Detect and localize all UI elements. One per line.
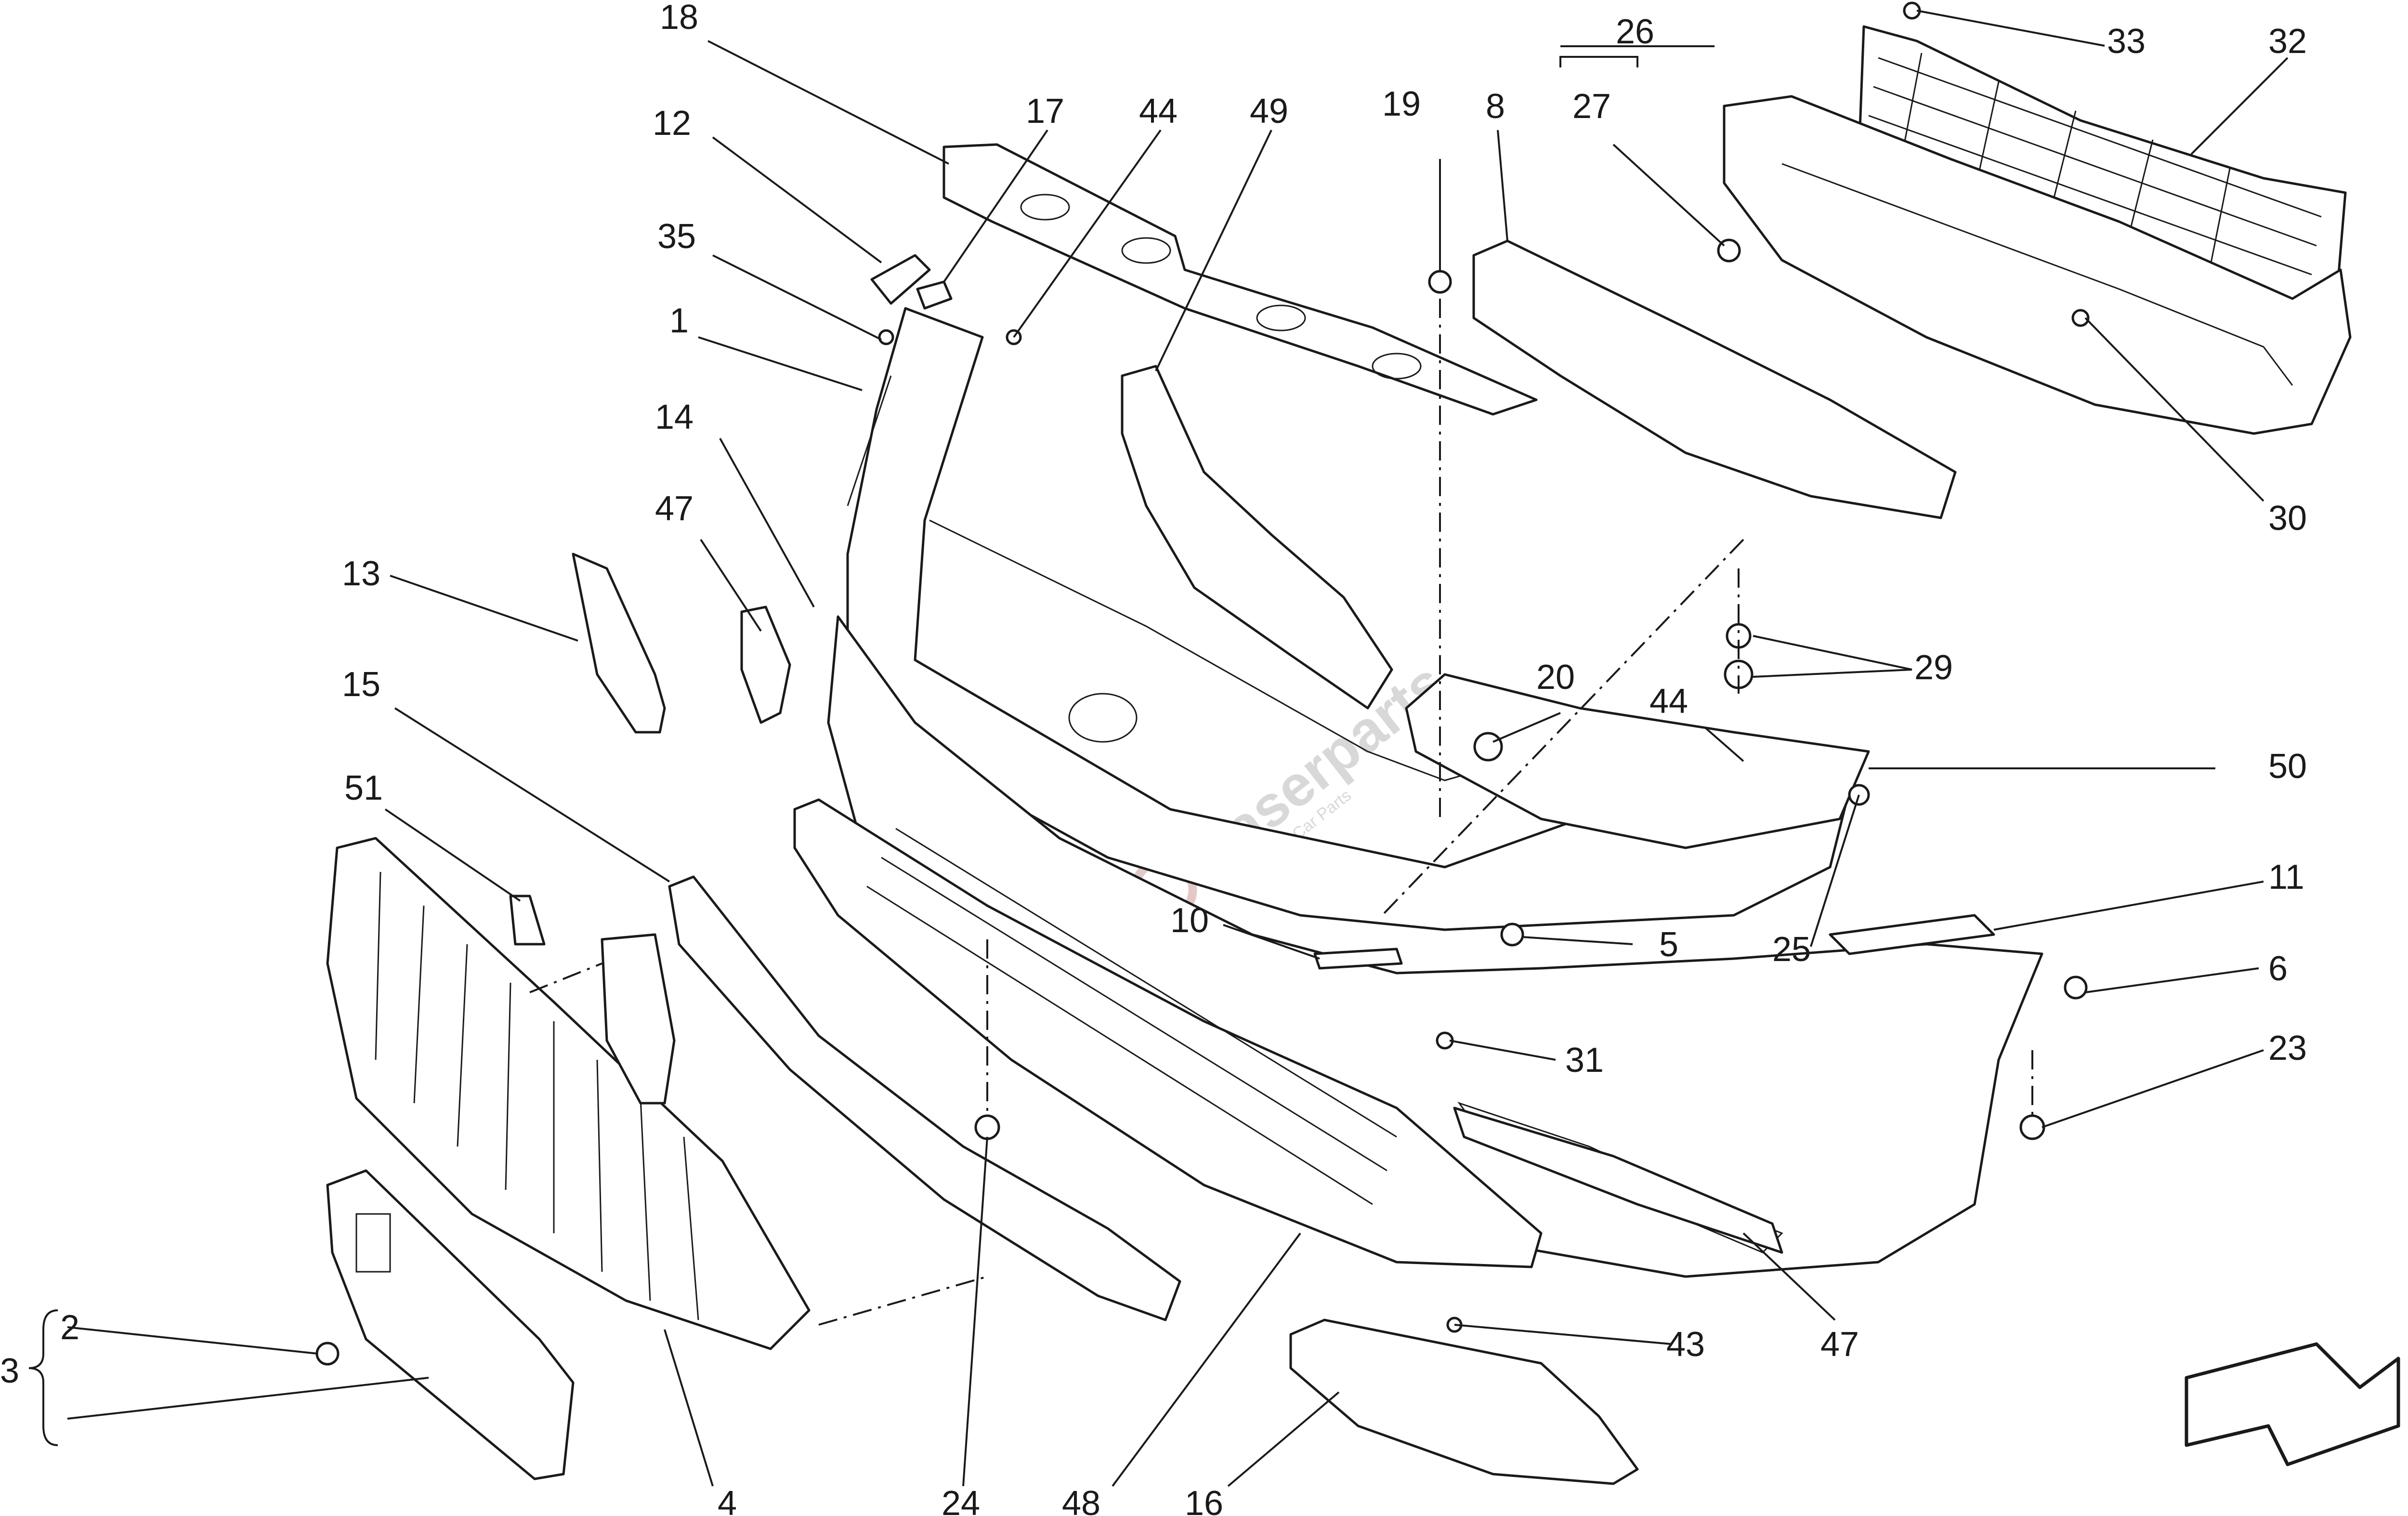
brace-3 xyxy=(28,1309,58,1446)
callout-50: 50 xyxy=(2268,747,2307,786)
part-10-clip xyxy=(1313,948,1403,970)
part-grille-frame xyxy=(1723,95,2352,435)
callout-31: 31 xyxy=(1565,1041,1604,1080)
callout-49: 49 xyxy=(1250,92,1288,131)
fastener-screw xyxy=(2019,1114,2045,1140)
callout-26: 26 xyxy=(1616,13,1654,51)
callout-8: 8 xyxy=(1486,87,1505,126)
part-17-clip xyxy=(916,280,953,310)
callout-33: 33 xyxy=(2107,22,2146,61)
emblem-mount xyxy=(1068,693,1138,743)
callout-32: 32 xyxy=(2268,22,2307,61)
bracket-hole xyxy=(1020,194,1070,221)
bracket-hole xyxy=(1121,237,1171,264)
fastener-screw xyxy=(315,1342,340,1366)
callout-3: 3 xyxy=(0,1352,19,1390)
part-foam-absorber xyxy=(1121,365,1393,710)
assembly-line xyxy=(529,962,602,993)
callout-24: 24 xyxy=(942,1484,980,1516)
callout-labels: 18 12 17 44 49 35 1 14 47 13 15 51 19 8 … xyxy=(0,0,2307,1516)
brace-26 xyxy=(1559,56,1638,67)
mesh-pattern xyxy=(1868,53,2322,290)
plate-slot xyxy=(355,1213,391,1273)
callout-19: 19 xyxy=(1382,85,1421,123)
callout-48: 48 xyxy=(1062,1484,1100,1516)
callout-16: 16 xyxy=(1185,1484,1223,1516)
callout-1: 1 xyxy=(669,302,689,340)
part-license-plate-holder xyxy=(326,1169,575,1480)
callout-17: 17 xyxy=(1026,92,1064,131)
assembly-line xyxy=(818,1276,988,1326)
callout-44-upper: 44 xyxy=(1139,92,1178,131)
part-11-sensor-bracket xyxy=(1829,914,1995,955)
bracket-hole xyxy=(1256,304,1306,331)
assembly-line xyxy=(1381,539,1744,916)
callout-43: 43 xyxy=(1666,1325,1705,1364)
part-47-side-vent xyxy=(740,606,791,724)
bracket-hole xyxy=(1372,353,1422,380)
fastener-screw xyxy=(974,1114,1000,1140)
fastener-clip xyxy=(2064,976,2088,1000)
callout-27: 27 xyxy=(1572,87,1611,126)
part-front-grille xyxy=(326,837,811,1350)
callout-35: 35 xyxy=(657,217,696,256)
callout-15: 15 xyxy=(342,665,380,704)
part-47b-lower-vent xyxy=(1453,1107,1783,1254)
part-closing-panel xyxy=(1289,1318,1639,1485)
callout-23: 23 xyxy=(2268,1029,2307,1068)
callout-12: 12 xyxy=(653,104,691,143)
part-13-side-trim xyxy=(572,553,666,734)
fastener-screw xyxy=(1428,270,1452,294)
callout-6: 6 xyxy=(2268,949,2288,988)
callout-4: 4 xyxy=(718,1484,737,1516)
lower-grille-slats xyxy=(866,828,1397,1205)
fastener-screw xyxy=(1500,923,1524,947)
callout-13: 13 xyxy=(342,554,380,593)
callout-30: 30 xyxy=(2268,499,2307,538)
leader-lines xyxy=(67,10,2289,1487)
callout-18: 18 xyxy=(660,0,698,37)
callout-2: 2 xyxy=(60,1308,79,1347)
fastener-screw xyxy=(878,329,894,345)
part-tow-eye-bracket xyxy=(601,933,676,1105)
front-grille-slats xyxy=(375,871,699,1320)
fastener-bolt xyxy=(1473,732,1503,762)
callout-25: 25 xyxy=(1772,930,1811,969)
part-side-bracket xyxy=(1405,673,1870,849)
part-upper-bracket-strip xyxy=(942,143,1538,416)
part-12-bracket xyxy=(870,254,931,305)
vehicle-front-direction-arrow-icon xyxy=(2185,1342,2400,1466)
fastener-screw xyxy=(2071,309,2090,327)
callout-29: 29 xyxy=(1914,648,1953,687)
callout-47-right: 47 xyxy=(1820,1325,1859,1364)
callout-20: 20 xyxy=(1536,658,1575,697)
callout-14: 14 xyxy=(655,398,694,436)
callout-47-left: 47 xyxy=(655,489,694,528)
callout-5: 5 xyxy=(1659,925,1678,964)
part-lower-spoiler-strip xyxy=(668,875,1181,1321)
callout-11: 11 xyxy=(2268,858,2304,896)
callout-44-lower: 44 xyxy=(1649,682,1688,721)
part-absorber-bar xyxy=(1472,239,1957,519)
callout-51: 51 xyxy=(344,769,383,807)
grille-frame-inner xyxy=(1781,163,2293,386)
callout-10: 10 xyxy=(1170,901,1209,940)
part-51-clip-bracket xyxy=(509,895,546,946)
